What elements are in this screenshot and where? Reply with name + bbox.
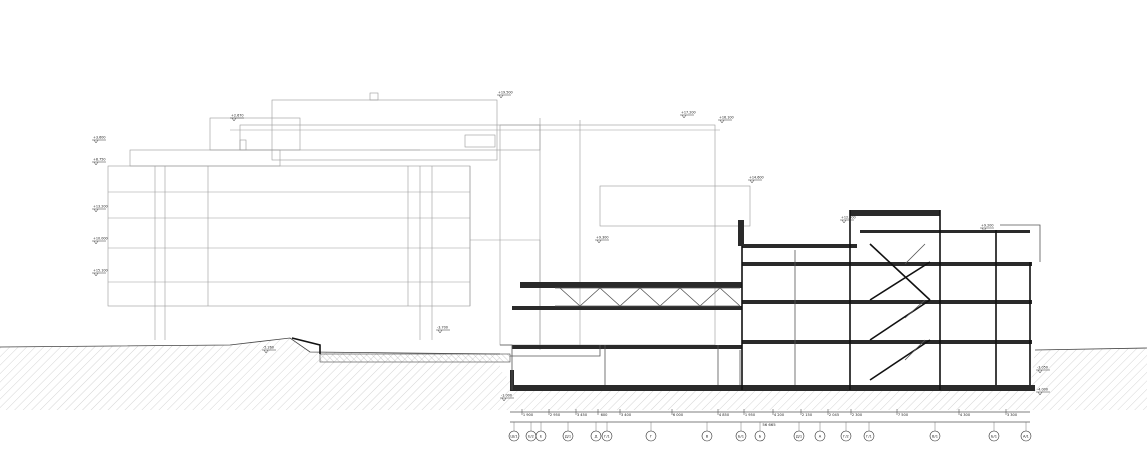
elevation-label: -1.000 bbox=[501, 394, 512, 398]
axis-label: Г/1 bbox=[866, 434, 872, 438]
axis-bubble bbox=[645, 430, 657, 442]
elevation-symbol bbox=[262, 349, 276, 354]
elevation-label: -3.700 bbox=[437, 326, 448, 330]
elevation-label: -5.260 bbox=[263, 346, 274, 350]
dimension-label: 4 200 bbox=[774, 413, 785, 417]
elevation-symbol bbox=[595, 239, 609, 244]
axis-bubble bbox=[535, 430, 547, 442]
elevation-label: +9.200 bbox=[981, 224, 994, 228]
axis-bubble bbox=[988, 430, 1000, 442]
axis-bubble bbox=[814, 430, 826, 442]
dimension-label: 2 045 bbox=[829, 413, 839, 417]
dimension-label: 4 300 bbox=[960, 413, 971, 417]
elevation-symbol bbox=[748, 179, 762, 184]
axis-label: В/1 bbox=[932, 434, 938, 438]
axis-bubble bbox=[735, 430, 747, 442]
axis-bubble bbox=[601, 430, 613, 442]
dimension-label: 6 000 bbox=[673, 413, 684, 417]
axis-label: Б/1 bbox=[738, 434, 744, 438]
dimension-label: 4 850 bbox=[719, 413, 730, 417]
dimension-label: 1 950 bbox=[745, 413, 756, 417]
ground-terrain bbox=[0, 337, 1147, 410]
elevation-symbol bbox=[92, 139, 106, 144]
elevation-label: -4.000 bbox=[1037, 388, 1048, 392]
dimension-label: 3 450 bbox=[577, 413, 588, 417]
elevation-symbol bbox=[92, 272, 106, 277]
elevation-symbol bbox=[436, 329, 450, 334]
background-building-elevation bbox=[107, 92, 751, 350]
axis-bubble bbox=[590, 430, 602, 442]
elevation-label: +16.100 bbox=[719, 116, 734, 120]
axis-label: Е/2 bbox=[528, 434, 534, 438]
axis-label: Г/2 bbox=[843, 434, 849, 438]
elevation-label: +8.750 bbox=[93, 158, 106, 162]
axis-label: Д/1 bbox=[565, 434, 571, 438]
elevation-label: +2.670 bbox=[231, 114, 244, 118]
axis-label: В bbox=[706, 434, 709, 438]
axis-bubble bbox=[754, 430, 766, 442]
elevation-label: +13.200 bbox=[93, 205, 108, 209]
elevation-label: +12.300 bbox=[841, 216, 856, 220]
axis-bubble bbox=[562, 430, 574, 442]
dimension-chain bbox=[510, 411, 1030, 423]
elevation-symbol bbox=[92, 240, 106, 245]
elevation-label: +10.000 bbox=[93, 237, 108, 241]
elevation-symbol bbox=[1036, 369, 1050, 374]
grid-axis-markers: Ш/1 Е/2 Е Д/1 Д Г/1 Г В Б/1 Б Д/1 А Г/2 Г/1 В/1 Б/1 А/1 bbox=[508, 422, 1032, 442]
elevation-symbol bbox=[500, 397, 514, 402]
dimension-label: 2 150 bbox=[802, 413, 813, 417]
axis-label: Б/1 bbox=[991, 434, 997, 438]
axis-label: Г/1 bbox=[604, 434, 610, 438]
dimension-total-label: 56 665 bbox=[762, 422, 776, 427]
dimension-label: 2 950 bbox=[550, 413, 561, 417]
elevation-symbol bbox=[92, 161, 106, 166]
elevation-label: +9.300 bbox=[596, 236, 609, 240]
axis-label: А bbox=[819, 434, 822, 438]
elevation-marks: +3.600 +8.750 +2.670 +19.500 +17.200 +16.100 +… bbox=[92, 91, 1050, 402]
elevation-label: -3.050 bbox=[1037, 366, 1048, 370]
axis-label: Ш/1 bbox=[510, 434, 517, 438]
axis-bubble bbox=[840, 430, 852, 442]
axis-bubble bbox=[793, 430, 805, 442]
dimension-label: 3 300 bbox=[1007, 413, 1018, 417]
elevation-label: +15.100 bbox=[93, 269, 108, 273]
elevation-label: +19.500 bbox=[498, 91, 513, 95]
axis-bubble bbox=[863, 430, 875, 442]
dimension-total: 56 665 bbox=[762, 422, 776, 427]
elevation-symbol bbox=[230, 117, 244, 122]
dimension-label: 7 500 bbox=[898, 413, 909, 417]
elevation-label: +3.600 bbox=[93, 136, 106, 140]
axis-label: А/1 bbox=[1023, 434, 1029, 438]
elevation-symbol bbox=[680, 114, 694, 119]
axis-bubble bbox=[508, 430, 520, 442]
elevation-symbol bbox=[840, 219, 854, 224]
dimension-label: 1 900 bbox=[523, 413, 534, 417]
dimension-row: 1 900 2 950 3 450 600 3 400 6 000 4 850 1 950 4 … bbox=[521, 409, 1018, 417]
axis-label: Д bbox=[595, 434, 598, 438]
elevation-symbol bbox=[980, 227, 994, 232]
axis-bubble bbox=[929, 430, 941, 442]
axis-bubble bbox=[701, 430, 713, 442]
elevation-label: +14.600 bbox=[749, 176, 764, 180]
building-section bbox=[291, 210, 1041, 391]
dimension-label: 2 300 bbox=[852, 413, 863, 417]
elevation-symbol bbox=[497, 94, 511, 99]
elevation-symbol bbox=[718, 119, 732, 124]
axis-label: Б bbox=[759, 434, 762, 438]
axis-label: Д/1 bbox=[796, 434, 802, 438]
elevation-symbol bbox=[92, 208, 106, 213]
axis-bubble bbox=[1020, 430, 1032, 442]
dimension-label: 600 bbox=[601, 413, 609, 417]
elevation-symbol bbox=[1036, 391, 1050, 396]
dimension-label: 3 400 bbox=[621, 413, 632, 417]
elevation-label: +17.200 bbox=[681, 111, 696, 115]
axis-label: Е bbox=[540, 434, 543, 438]
axis-label: Г bbox=[650, 434, 652, 438]
